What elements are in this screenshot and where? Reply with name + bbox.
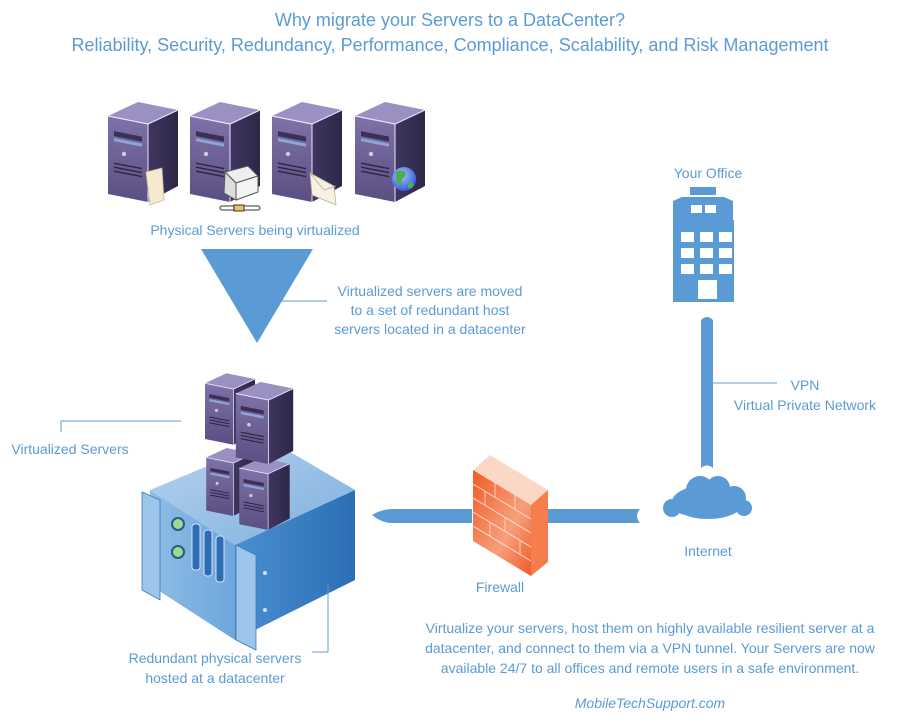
internet-link-pipe[interactable] bbox=[548, 509, 640, 523]
internet-label: Internet bbox=[684, 543, 732, 559]
title-line-1: Why migrate your Servers to a DataCenter… bbox=[274, 10, 626, 30]
firewall-icon bbox=[472, 455, 548, 576]
datacenter-label-line-2: hosted at a datacenter bbox=[145, 670, 285, 686]
internet-cloud-icon[interactable] bbox=[663, 476, 752, 519]
printer-icon bbox=[219, 165, 261, 212]
migration-note-line-3: servers located in a datacenter bbox=[334, 321, 526, 337]
office-label: Your Office bbox=[673, 165, 743, 181]
datacenter-link-pipe[interactable] bbox=[372, 509, 472, 523]
envelope-icon bbox=[309, 172, 337, 206]
migration-note-line-1: Virtualized servers are moved bbox=[337, 283, 523, 299]
server-icon bbox=[355, 102, 425, 202]
virtualized-servers-label: Virtualized Servers bbox=[11, 441, 129, 457]
datacenter-callout-line bbox=[312, 585, 329, 653]
summary-line-1: Virtualize your servers, host them on hi… bbox=[425, 620, 875, 636]
physical-servers-group bbox=[108, 102, 425, 212]
datacenter-label-line-1: Redundant physical servers bbox=[128, 650, 302, 666]
migration-note-line-2: to a set of redundant host bbox=[350, 302, 510, 318]
server-icon bbox=[235, 382, 294, 464]
vpn-tunnel-pipe[interactable] bbox=[701, 317, 713, 468]
footer-link[interactable]: MobileTechSupport.com bbox=[574, 695, 726, 711]
vpn-label: VPN bbox=[790, 377, 820, 393]
server-icon bbox=[238, 458, 291, 530]
title-line-2: Reliability, Security, Redundancy, Perfo… bbox=[71, 35, 829, 55]
summary-line-2: datacenter, and connect to them via a VP… bbox=[425, 640, 875, 656]
firewall-label: Firewall bbox=[475, 579, 525, 595]
migration-arrow bbox=[201, 249, 313, 343]
server-icon bbox=[108, 102, 178, 202]
globe-icon bbox=[392, 167, 416, 191]
vpn-full-name: Virtual Private Network bbox=[733, 397, 877, 413]
virtualized-servers-stack bbox=[205, 372, 294, 530]
physical-servers-label: Physical Servers being virtualized bbox=[150, 222, 360, 238]
office-building-icon bbox=[673, 187, 734, 302]
virtualized-servers-callout-line bbox=[60, 420, 181, 432]
folder-icon bbox=[145, 167, 165, 206]
summary-line-3: available 24/7 to all offices and remote… bbox=[440, 660, 860, 676]
